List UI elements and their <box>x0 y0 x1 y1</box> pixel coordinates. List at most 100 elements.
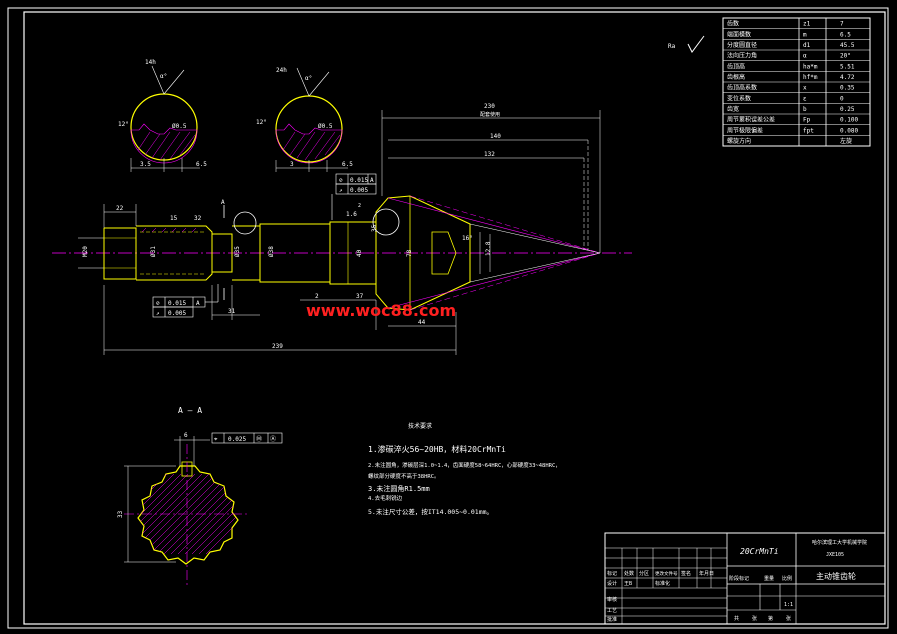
note-2: 2.未注圆角，渗碳层深1.0~1.4，齿面硬度58~64HRC，心部硬度33~4… <box>368 461 561 469</box>
dim-230-note: 配套使用 <box>480 111 500 118</box>
tol-4-symbol: ↗ <box>339 187 343 194</box>
spline-detail-1: 14h α° 12° Ø0.5 3.5 6.5 <box>118 59 207 172</box>
title-hdr-4: 签名 <box>681 570 691 577</box>
hatch-line <box>138 473 175 555</box>
title-hdr-2: 分区 <box>639 570 649 577</box>
param-cell-7-1: ε <box>803 95 807 102</box>
param-cell-7-0: 变位系数 <box>727 94 751 102</box>
title-sheet-0: 共 <box>734 615 739 622</box>
spline-1-dim-b: 6.5 <box>196 161 207 168</box>
title-sheet-1: 张 <box>752 615 757 622</box>
param-cell-10-0: 周节极限偏差 <box>727 126 763 134</box>
param-cell-5-1: hf*m <box>803 74 818 81</box>
spline-1-dim-a: 3.5 <box>140 161 151 168</box>
roughness-symbol-icon <box>687 35 705 53</box>
section-frame-value: 0.025 <box>228 436 246 443</box>
param-cell-1-0: 端面模数 <box>727 30 751 38</box>
dim-132: 132 <box>484 151 495 158</box>
title-class: JXE105 <box>826 552 844 558</box>
spline-2-dim-a: 3 <box>290 161 294 168</box>
param-cell-3-0: 法向压力角 <box>727 52 757 60</box>
dim-cone-small: 12.8 <box>485 241 492 256</box>
section-frame-symbol: ⌖ <box>214 436 218 443</box>
param-cell-4-2: 5.51 <box>840 63 855 70</box>
watermark: www.woc88.com <box>306 301 456 320</box>
dim-40: 40 <box>356 249 363 257</box>
dim-37: 37 <box>356 293 364 300</box>
spline-2-angle: α° <box>305 75 312 82</box>
param-cell-6-2: 0.35 <box>840 85 855 92</box>
hatch-line <box>149 473 231 555</box>
param-cell-6-0: 齿顶高系数 <box>727 84 757 92</box>
dim-140: 140 <box>490 133 501 140</box>
param-cell-10-2: 0.080 <box>840 127 858 134</box>
hatch-line <box>198 473 238 555</box>
param-cell-1-2: 6.5 <box>840 31 851 38</box>
param-cell-11-2: 左旋 <box>840 137 852 145</box>
title-part-name: 主动锥齿轮 <box>816 571 856 581</box>
tol-2-symbol: ↗ <box>156 310 160 317</box>
spline-2-dim-b: 6.5 <box>342 161 353 168</box>
title-craft: 工艺 <box>607 608 617 614</box>
title-stage-1: 重量 <box>764 575 774 582</box>
title-scale: 1:1 <box>784 602 793 608</box>
dim-shaft3: Ø38 <box>268 246 275 257</box>
dim-35: 35 <box>371 224 378 232</box>
spline-2-label: 24h <box>276 67 287 74</box>
surface-roughness-mark: Ra <box>668 43 676 50</box>
drawing-border-outer <box>7 7 889 629</box>
dim-cone-angle: 16° <box>462 235 473 242</box>
section-frame-m: Ⓜ <box>256 435 262 443</box>
spline-1-tilt: 12° <box>118 121 129 128</box>
note-4: 4.去毛刺锐边 <box>368 494 403 502</box>
dim-15: 15 <box>170 215 178 222</box>
section-a-a <box>124 432 283 586</box>
param-cell-3-2: 20° <box>840 53 851 60</box>
title-hdr-5: 年月日 <box>699 570 714 577</box>
param-cell-5-2: 4.72 <box>840 74 855 81</box>
title-school: 哈尔滨理工大学机械学院 <box>812 539 867 546</box>
tol-1-datum: A <box>196 300 200 307</box>
param-cell-11-0: 螺旋方向 <box>727 137 751 145</box>
param-cell-1-1: m <box>803 31 807 38</box>
title-check: 审核 <box>607 596 617 603</box>
title-block <box>604 532 886 625</box>
hatch-line <box>205 473 238 555</box>
param-cell-4-1: ha*m <box>803 63 818 70</box>
dim-230: 230 <box>484 103 495 110</box>
param-cell-9-2: 0.100 <box>840 117 858 124</box>
title-hdr-1: 处数 <box>624 570 634 577</box>
param-cell-5-0: 齿根高 <box>727 73 745 81</box>
tolerance-frames-main <box>152 173 377 318</box>
title-stage-0: 阶段标记 <box>729 575 749 582</box>
dim-78: 78 <box>406 249 413 257</box>
dim-44: 44 <box>418 319 426 326</box>
title-sheet-2: 第 <box>768 615 773 622</box>
note-3: 3.未注圆角R1.5mm <box>368 484 430 493</box>
hatch-line <box>184 473 238 555</box>
title-std: 标准化 <box>655 580 670 587</box>
tol-3-symbol: ⊘ <box>339 177 343 184</box>
note-5: 5.未注尺寸公差，按IT14.005~0.01mm。 <box>368 507 493 516</box>
param-cell-2-0: 分度圆直径 <box>727 41 757 49</box>
technical-notes: 技术要求 1.渗碳淬火56~20HB，材料20CrMnTi 2.未注圆角，渗碳层… <box>368 422 561 516</box>
param-cell-9-1: Fp <box>803 117 811 124</box>
tol-3-value: 0.015 <box>350 177 368 184</box>
note-2b: 螺纹部分硬度不高于38HRC。 <box>368 472 440 480</box>
tol-1-value: 0.015 <box>168 300 186 307</box>
spline-detail-2: 24h α° 12° Ø0.5 3 6.5 <box>256 67 353 172</box>
param-cell-2-1: d1 <box>803 42 811 49</box>
dim-tilt-15: 1.6 <box>346 211 357 218</box>
dim-31: 31 <box>228 308 236 315</box>
hatch-line <box>138 473 168 555</box>
shaft-main-view: A <box>52 195 632 311</box>
title-material: 20CrMnTi <box>740 547 779 556</box>
dim-shaft1: Ø31 <box>150 246 157 257</box>
param-cell-8-2: 0.25 <box>840 106 855 113</box>
param-cell-9-0: 周节累积误差公差 <box>727 116 775 124</box>
param-cell-0-1: z1 <box>803 21 811 28</box>
section-mark-a: A <box>221 199 225 206</box>
param-cell-7-2: 0 <box>840 95 844 102</box>
